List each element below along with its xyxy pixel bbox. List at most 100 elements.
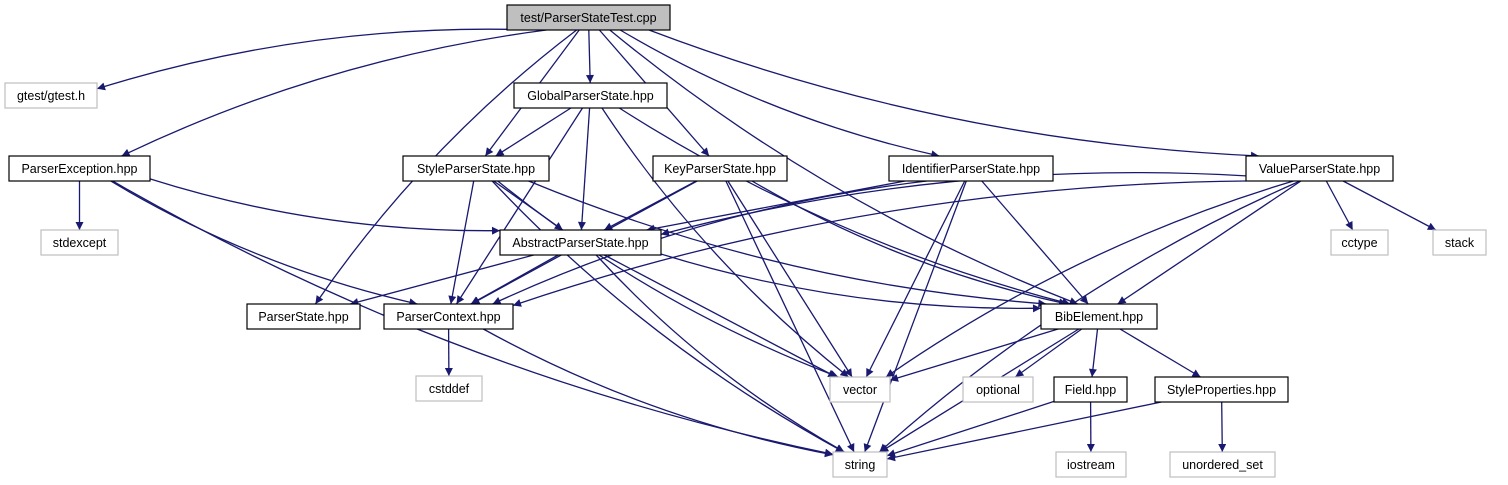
- node-unordered_set-box: [1169, 451, 1276, 478]
- node-optional: optional: [962, 376, 1034, 403]
- edge-pexc-to-abstract: [149, 178, 501, 235]
- node-global-box: [513, 82, 668, 109]
- edge-field-to-string: [886, 400, 1055, 458]
- edge-abstract-to-string: [595, 254, 845, 453]
- edge-root-to-pexc: [121, 29, 547, 157]
- edge-style-to-string: [491, 180, 845, 453]
- node-value-box: [1245, 155, 1394, 182]
- node-pexc-box: [8, 155, 151, 182]
- edge-value-to-cctype: [1325, 180, 1354, 231]
- edge-abstract-to-bib: [660, 253, 1042, 313]
- node-gtest-label: gtest/gtest.h: [17, 89, 85, 103]
- node-styleprops-box: [1154, 376, 1289, 403]
- node-abstract-box: [499, 229, 662, 256]
- node-pexc-label: ParserException.hpp: [21, 162, 137, 176]
- node-optional-label: optional: [976, 383, 1020, 397]
- node-pstate-box: [246, 303, 361, 330]
- node-value[interactable]: ValueParserState.hpp: [1245, 155, 1394, 182]
- nodes-layer: test/ParserStateTest.cpp gtest/gtest.h Glo…: [4, 4, 1487, 478]
- node-styleprops-label: StyleProperties.hpp: [1167, 383, 1276, 397]
- node-field[interactable]: Field.hpp: [1053, 376, 1128, 403]
- node-pctx-label: ParserContext.hpp: [396, 310, 500, 324]
- edge-styleprops-to-unordered_set: [1218, 401, 1227, 453]
- edge-bib-to-field: [1088, 328, 1099, 378]
- edge-key-to-bib: [751, 180, 1068, 307]
- node-pexc[interactable]: ParserException.hpp: [8, 155, 151, 182]
- node-vector-box: [829, 376, 891, 403]
- node-root[interactable]: test/ParserStateTest.cpp: [506, 4, 671, 31]
- edge-style-to-bib: [528, 180, 1047, 308]
- node-key[interactable]: KeyParserState.hpp: [652, 155, 788, 182]
- edge-global-to-bib: [618, 107, 1071, 306]
- node-root-label: test/ParserStateTest.cpp: [520, 11, 656, 25]
- node-abstract-label: AbstractParserState.hpp: [512, 236, 648, 250]
- node-pstate[interactable]: ParserState.hpp: [246, 303, 361, 330]
- edge-abstract-to-pstate: [350, 254, 534, 306]
- edge-pctx-to-string: [482, 328, 834, 458]
- node-gtest: gtest/gtest.h: [4, 82, 98, 109]
- edge-value-to-abstract: [660, 171, 1247, 237]
- edge-key-to-string: [725, 180, 855, 453]
- edge-ident-to-abstract: [646, 180, 906, 233]
- edge-abstract-to-pctx: [470, 254, 559, 305]
- node-unordered_set: unordered_set: [1169, 451, 1276, 478]
- node-gtest-box: [4, 82, 98, 109]
- edge-root-to-value: [648, 29, 1260, 160]
- node-ident-box: [888, 155, 1054, 182]
- node-stack-box: [1432, 229, 1487, 256]
- node-stack: stack: [1432, 229, 1487, 256]
- node-style-label: StyleParserState.hpp: [417, 162, 535, 176]
- node-cstddef: cstddef: [415, 375, 483, 402]
- node-abstract[interactable]: AbstractParserState.hpp: [499, 229, 662, 256]
- edge-value-to-string: [878, 180, 1301, 453]
- node-bib-label: BibElement.hpp: [1055, 310, 1143, 324]
- edge-style-to-pctx: [448, 180, 475, 305]
- edge-global-to-vector: [601, 107, 849, 378]
- node-string-label: string: [845, 458, 876, 472]
- node-pctx[interactable]: ParserContext.hpp: [383, 303, 514, 330]
- edge-ident-to-pctx: [492, 180, 927, 305]
- node-stdexcept-label: stdexcept: [53, 236, 107, 250]
- edge-value-to-vector: [885, 180, 1294, 378]
- edge-key-to-vector: [727, 180, 853, 378]
- node-string: string: [832, 451, 888, 478]
- node-field-box: [1053, 376, 1128, 403]
- node-style[interactable]: StyleParserState.hpp: [402, 155, 550, 182]
- node-ident[interactable]: IdentifierParserState.hpp: [888, 155, 1054, 182]
- node-key-label: KeyParserState.hpp: [664, 162, 776, 176]
- edge-value-to-pctx: [512, 180, 1247, 307]
- node-cctype: cctype: [1330, 229, 1389, 256]
- node-global[interactable]: GlobalParserState.hpp: [513, 82, 668, 109]
- node-key-box: [652, 155, 788, 182]
- node-stdexcept-box: [40, 229, 119, 256]
- node-style-box: [402, 155, 550, 182]
- node-bib[interactable]: BibElement.hpp: [1040, 303, 1158, 330]
- edge-pexc-to-pctx: [110, 180, 418, 307]
- edges-layer: [75, 28, 1437, 462]
- node-root-box: [506, 4, 671, 31]
- node-cctype-box: [1330, 229, 1389, 256]
- node-ident-label: IdentifierParserState.hpp: [902, 162, 1040, 176]
- node-optional-box: [962, 376, 1034, 403]
- node-styleprops[interactable]: StyleProperties.hpp: [1154, 376, 1289, 403]
- node-string-box: [832, 451, 888, 478]
- node-vector-label: vector: [843, 383, 877, 397]
- node-cctype-label: cctype: [1341, 236, 1377, 250]
- edge-bib-to-optional: [1014, 328, 1083, 378]
- edge-style-to-vector: [497, 180, 839, 378]
- edge-global-to-abstract: [577, 107, 591, 231]
- edge-ident-to-vector: [865, 180, 966, 378]
- edge-value-to-bib: [1117, 180, 1302, 305]
- node-global-label: GlobalParserState.hpp: [527, 89, 654, 103]
- node-pctx-box: [383, 303, 514, 330]
- edge-global-to-style: [495, 107, 572, 157]
- edge-root-to-gtest: [96, 28, 508, 91]
- edge-ident-to-string: [863, 180, 967, 453]
- node-cstddef-label: cstddef: [429, 382, 470, 396]
- edge-root-to-ident: [619, 29, 940, 159]
- node-value-label: ValueParserState.hpp: [1259, 162, 1380, 176]
- edge-root-to-global: [585, 29, 594, 84]
- edge-bib-to-vector: [889, 328, 1059, 382]
- node-bib-box: [1040, 303, 1158, 330]
